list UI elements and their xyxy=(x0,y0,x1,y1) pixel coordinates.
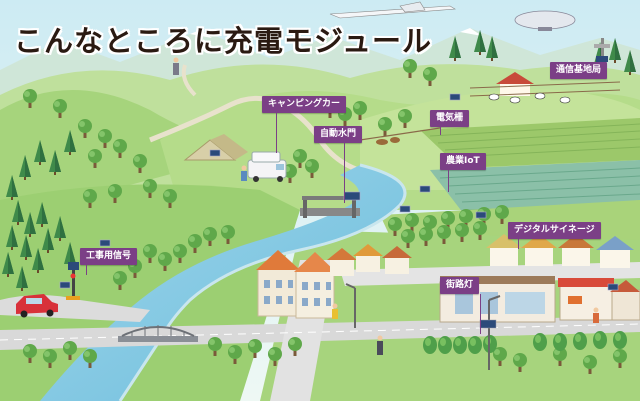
apartment-buildings xyxy=(256,250,336,319)
street-light-pole xyxy=(479,295,501,370)
shops xyxy=(439,234,640,323)
label-comm-station: 通信基地局 xyxy=(550,62,608,79)
gate-solar-panel xyxy=(343,191,361,201)
comm-tower xyxy=(594,38,610,78)
label-agri-iot: 農業IoT xyxy=(440,153,486,192)
camping-car xyxy=(247,151,287,182)
airship xyxy=(514,10,576,31)
label-street-light: 街路灯 xyxy=(440,277,482,334)
label-auto-gate: 自動水門 xyxy=(314,126,363,203)
label-electric-fence: 電気柵 xyxy=(430,110,470,135)
construction-signal xyxy=(66,262,80,300)
glider-airplane xyxy=(329,1,456,19)
cows xyxy=(488,92,571,104)
label-construction-signal: 工事用信号 xyxy=(80,248,138,275)
houses-mid xyxy=(327,244,412,276)
people xyxy=(173,57,599,355)
hill-left xyxy=(0,90,260,220)
river-bank xyxy=(118,163,407,401)
lane-marks xyxy=(0,323,640,341)
bridge xyxy=(118,325,198,342)
deer xyxy=(376,137,400,145)
hill-road-2 xyxy=(181,64,197,97)
street-light-pole-2 xyxy=(345,283,356,328)
fence-electric xyxy=(359,127,441,141)
water-gate xyxy=(300,208,360,216)
label-digital-signage: デジタルサイネージ xyxy=(508,222,601,249)
red-car xyxy=(16,294,58,318)
page-title: こんなところに充電モジュール xyxy=(14,24,432,58)
label-camping-car: キャンピングカー xyxy=(262,96,347,153)
solar-modules xyxy=(59,93,619,291)
